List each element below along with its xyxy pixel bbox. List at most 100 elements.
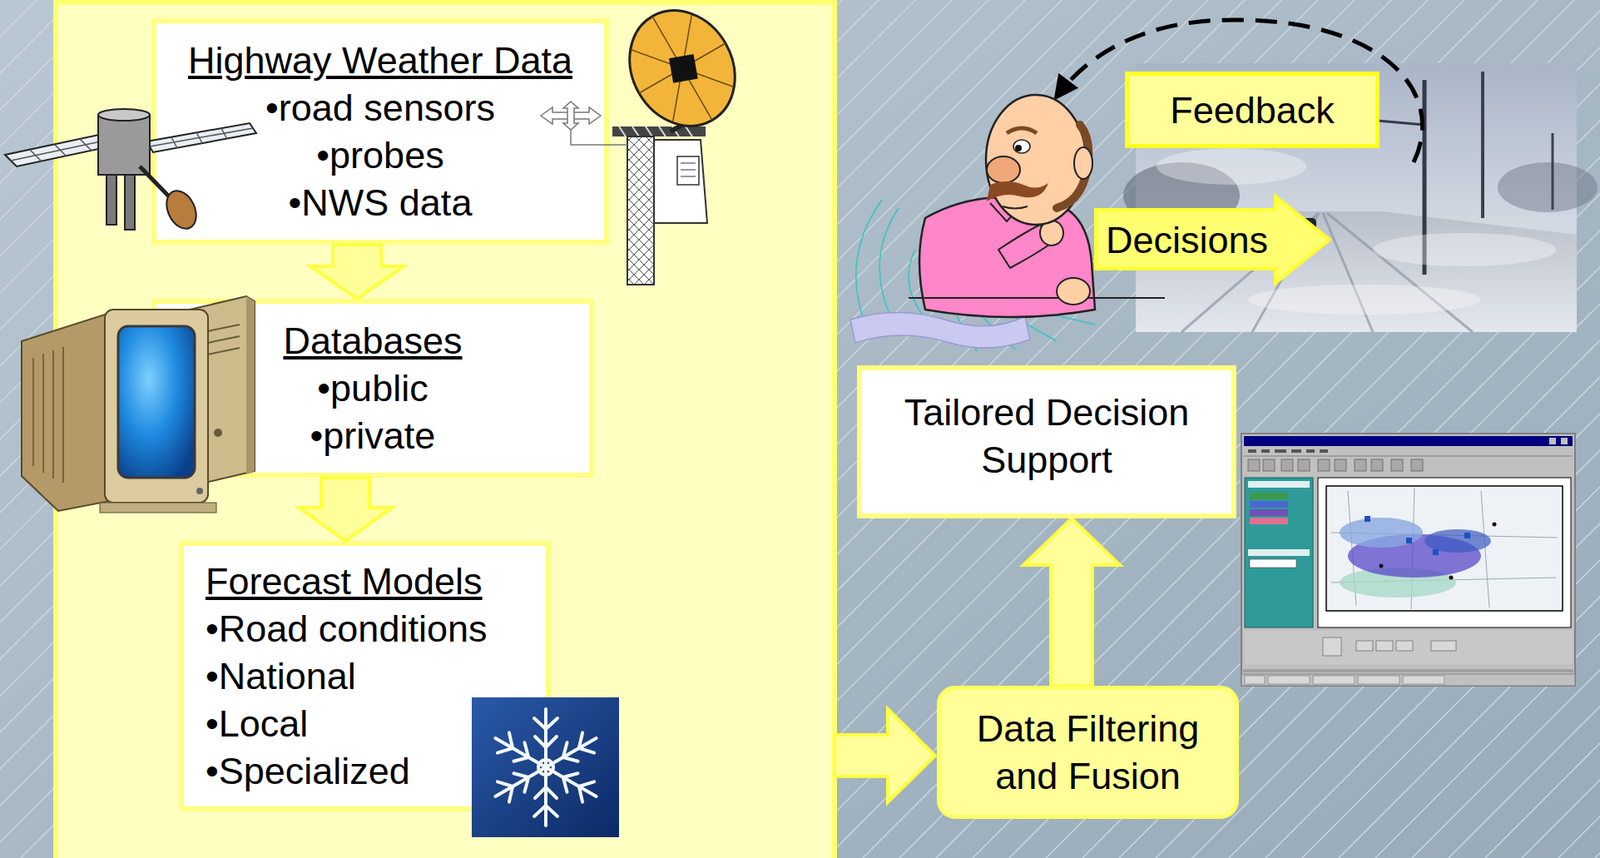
software-screenshot xyxy=(1339,517,1423,548)
software-screenshot xyxy=(1317,477,1571,628)
snowflake-photo xyxy=(471,697,620,838)
software-screenshot xyxy=(1243,455,1573,457)
radar-dish-tower xyxy=(653,139,708,223)
software-screenshot xyxy=(1492,522,1497,527)
software-screenshot xyxy=(1248,549,1310,556)
software-screenshot xyxy=(1331,487,1558,610)
bullet-text: •road sensors xyxy=(265,84,496,132)
man-cartoon xyxy=(1056,277,1090,305)
bullet-text: •Local xyxy=(205,699,308,748)
software-screenshot xyxy=(1243,668,1574,673)
computer-icon xyxy=(196,487,204,495)
man-cartoon xyxy=(1002,206,1028,209)
software-screenshot xyxy=(1334,459,1347,471)
heading-text: Forecast Models xyxy=(205,557,483,605)
satellite-icon xyxy=(139,166,171,199)
software-screenshot xyxy=(1248,449,1257,453)
software-screenshot xyxy=(1274,449,1287,453)
winter-road-photo xyxy=(1497,162,1598,213)
process-box: Data Filtering and Fusion xyxy=(936,685,1239,819)
block-arrow-connector xyxy=(1023,518,1120,686)
software-screenshot xyxy=(1241,433,1576,686)
software-screenshot xyxy=(1549,437,1556,445)
software-screenshot xyxy=(1376,640,1393,651)
process-box: Feedback xyxy=(1124,71,1380,149)
winter-road-photo xyxy=(1481,71,1485,218)
software-screenshot xyxy=(1291,449,1302,453)
software-screenshot xyxy=(1248,459,1260,471)
software-screenshot xyxy=(1249,500,1288,508)
feedback-dashed-arrow xyxy=(1056,19,1423,163)
radar-dish-tower xyxy=(680,163,696,177)
network-arrows-icon xyxy=(563,101,579,130)
software-screenshot xyxy=(1319,449,1328,453)
bullet-text: •National xyxy=(205,652,357,700)
software-screenshot xyxy=(1312,675,1355,684)
computer-icon xyxy=(99,502,217,513)
man-cartoon xyxy=(856,199,882,325)
block-arrow-connector xyxy=(298,477,392,541)
snowflake-photo xyxy=(538,759,554,775)
man-cartoon xyxy=(919,197,1095,318)
software-screenshot xyxy=(1243,435,1573,446)
box-label: Decisions xyxy=(1105,216,1269,264)
box-label: Data Filtering and Fusion xyxy=(957,704,1219,800)
software-screenshot xyxy=(1248,480,1310,488)
heading-text: Highway Weather Data xyxy=(188,36,573,85)
software-screenshot xyxy=(1249,492,1288,500)
box-label: Tailored Decision Support xyxy=(878,388,1215,484)
man-cartoon xyxy=(1006,128,1037,134)
software-screenshot xyxy=(1402,675,1445,684)
snowflake-photo xyxy=(471,697,620,838)
arrow-outline-path xyxy=(1095,196,1330,283)
winter-road-photo xyxy=(1156,148,1307,185)
network-arrows-icon xyxy=(570,129,628,145)
software-screenshot xyxy=(1261,449,1270,453)
software-screenshot xyxy=(1263,459,1275,471)
computer-icon xyxy=(33,346,64,483)
software-screenshot xyxy=(1396,640,1413,651)
winter-road-photo xyxy=(1372,232,1556,267)
software-screenshot xyxy=(1560,437,1568,445)
man-cartoon xyxy=(986,181,1049,202)
software-screenshot xyxy=(1241,673,1576,686)
process-box: Databases•public•private xyxy=(151,298,595,478)
bullet-text: •Road conditions xyxy=(205,604,487,653)
software-screenshot xyxy=(1391,459,1403,471)
radar-dish-tower xyxy=(612,126,706,137)
winter-road-photo xyxy=(1551,133,1555,210)
software-screenshot xyxy=(1406,537,1412,544)
radar-dish-tower xyxy=(668,54,699,84)
satellite-icon xyxy=(106,174,117,225)
computer-icon xyxy=(213,428,223,437)
software-screenshot xyxy=(1357,675,1400,684)
process-box: Tailored Decision Support xyxy=(856,365,1237,519)
radar-dish-tower xyxy=(609,0,756,145)
software-screenshot xyxy=(1449,575,1454,580)
software-screenshot xyxy=(1297,459,1310,471)
radar-dish-tower xyxy=(609,0,756,285)
satellite-icon xyxy=(124,174,135,230)
satellite-icon xyxy=(4,108,257,234)
computer-icon xyxy=(21,312,110,511)
software-screenshot xyxy=(1248,449,1328,453)
block-arrow xyxy=(834,708,936,803)
software-screenshot xyxy=(1322,637,1457,656)
satellite-icon xyxy=(146,123,257,153)
software-screenshot xyxy=(1268,675,1310,684)
computer-icon xyxy=(21,296,255,513)
software-screenshot xyxy=(1249,509,1288,516)
software-screenshot xyxy=(1354,459,1367,471)
snowflake-photo xyxy=(489,708,602,826)
block-arrow-connector xyxy=(310,244,404,299)
man-cartoon xyxy=(1013,139,1031,154)
man-cartoon xyxy=(879,208,899,317)
software-screenshot xyxy=(1464,532,1471,539)
software-screenshot xyxy=(1306,449,1315,453)
computer-icon xyxy=(118,326,195,478)
bullet-text: •probes xyxy=(316,131,444,179)
software-screenshot xyxy=(1326,485,1563,611)
satellite-icon xyxy=(160,185,202,233)
software-screenshot xyxy=(1244,477,1313,628)
software-screenshot xyxy=(1371,459,1383,471)
